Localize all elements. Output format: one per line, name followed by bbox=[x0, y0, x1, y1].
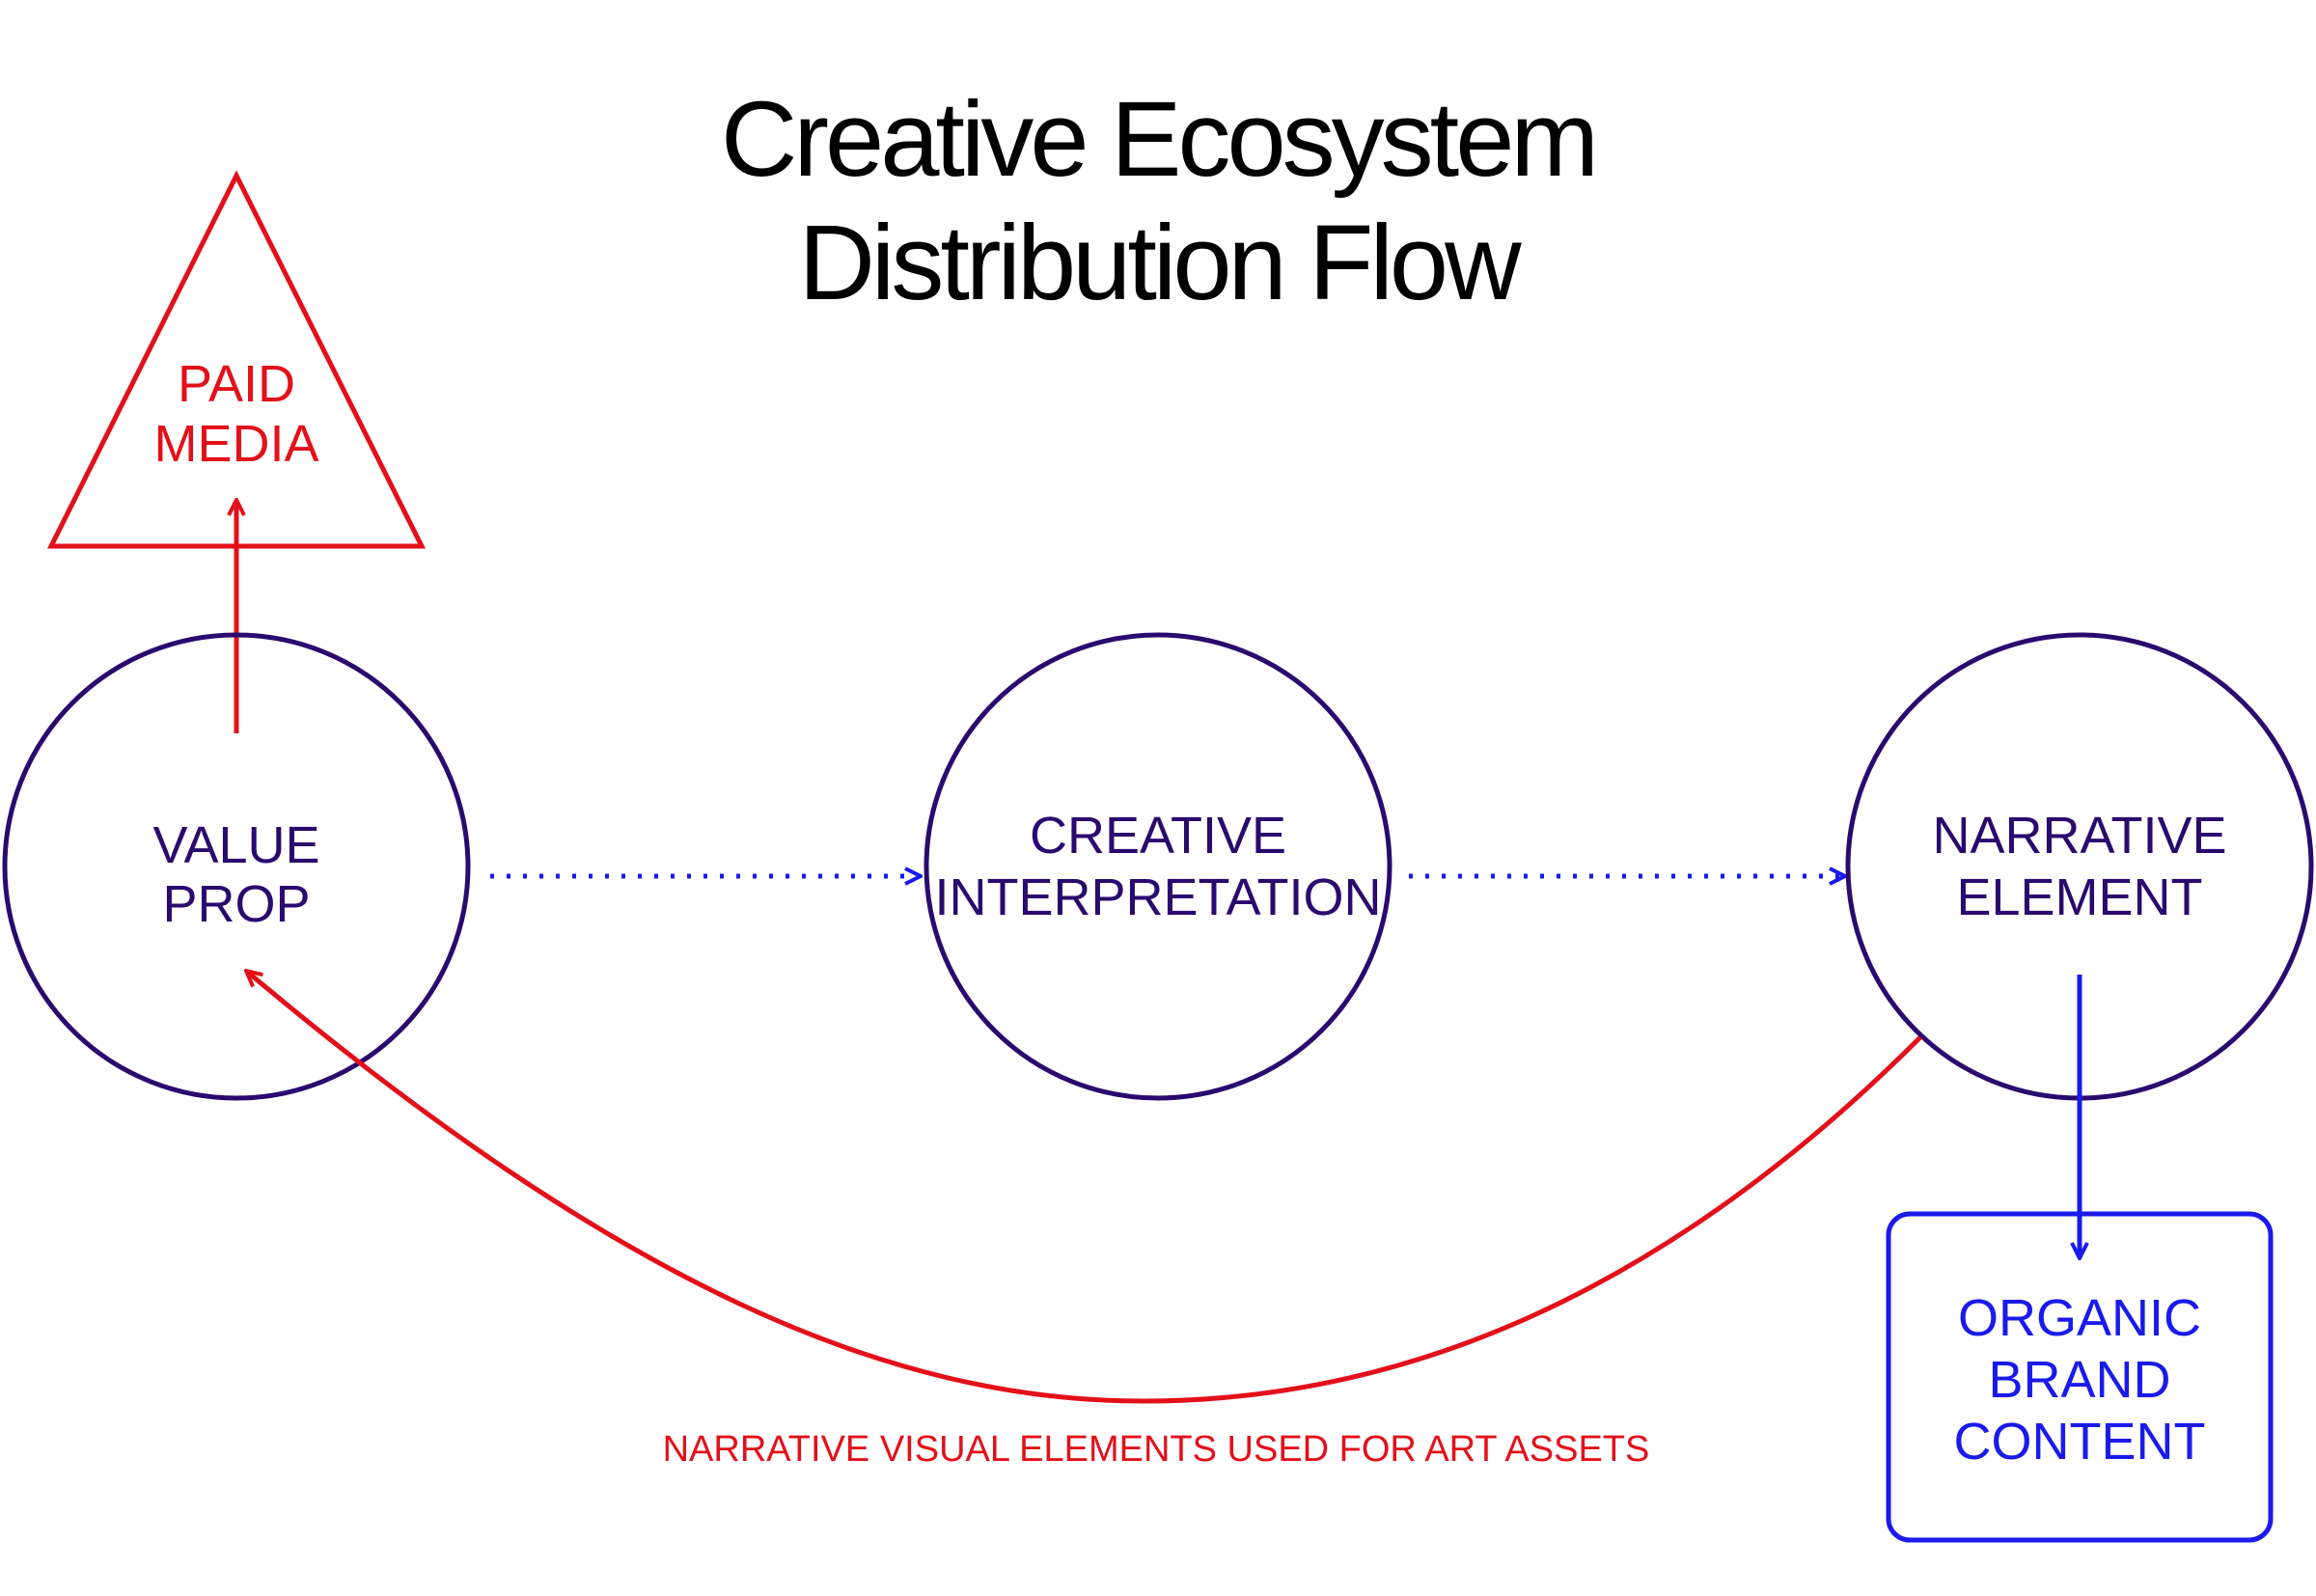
paid-media-label-line-1: PAID bbox=[178, 355, 295, 413]
narrative-to-value-prop-curve-arrow bbox=[246, 971, 1922, 1404]
narrative-element-label-line-2: ELEMENT bbox=[1956, 868, 2202, 926]
value-prop-label-line-2: PROP bbox=[162, 875, 310, 933]
creative-interpretation-circle bbox=[924, 632, 1392, 1101]
organic-brand-content-label-line-1: ORGANIC bbox=[1958, 1289, 2201, 1347]
organic-brand-content-node: ORGANIC BRAND CONTENT bbox=[1886, 1211, 2274, 1543]
organic-brand-content-box bbox=[1886, 1211, 2274, 1543]
creative-interpretation-label-line-2: INTERPRETATION bbox=[934, 868, 1381, 926]
curve-caption: NARRATIVE VISUAL ELEMENTS USED FOR ART A… bbox=[663, 1429, 1650, 1470]
creative-interpretation-node: CREATIVE INTERPRETATION bbox=[924, 632, 1392, 1101]
paid-media-node: PAID MEDIA bbox=[46, 170, 427, 549]
narrative-element-label-line-1: NARRATIVE bbox=[1932, 807, 2226, 865]
creative-interpretation-label-line-1: CREATIVE bbox=[1030, 807, 1286, 865]
paid-media-label-line-2: MEDIA bbox=[153, 415, 318, 473]
title-line-1: Creative Ecosystem bbox=[721, 80, 1595, 199]
organic-brand-content-label-line-2: BRAND bbox=[1988, 1351, 2170, 1409]
title-line-2: Distribution Flow bbox=[798, 204, 1522, 322]
organic-brand-content-label-line-3: CONTENT bbox=[1954, 1413, 2206, 1471]
value-prop-label-line-1: VALUE bbox=[152, 816, 319, 874]
value-prop-node: VALUE PROP bbox=[2, 632, 471, 1101]
value-prop-circle bbox=[2, 632, 471, 1101]
